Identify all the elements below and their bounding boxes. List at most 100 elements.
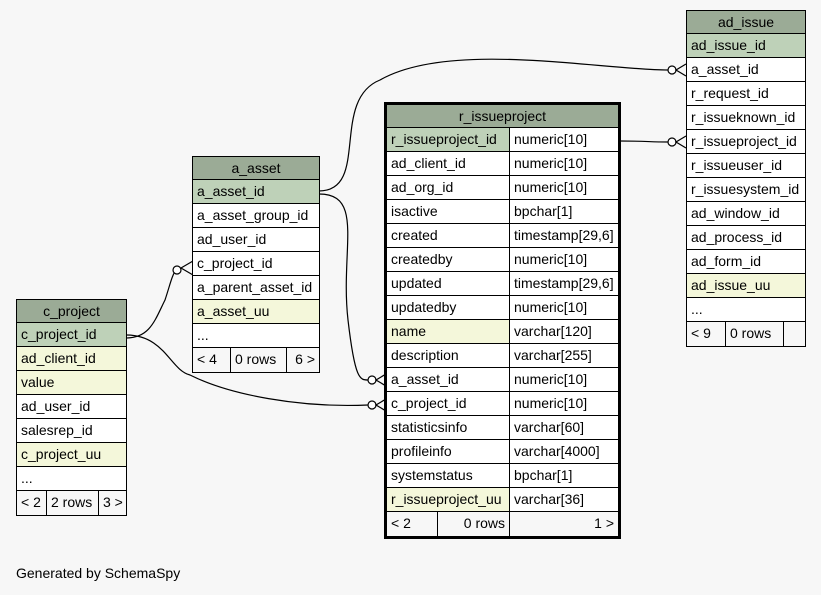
edge-crowfoot (674, 135, 687, 149)
table-row[interactable]: ad_client_id (17, 347, 126, 371)
table-row[interactable]: a_asset_id (687, 58, 805, 82)
edge-marker-circle (367, 400, 377, 410)
table-row[interactable]: ad_issue_uu (687, 274, 805, 298)
table-row[interactable]: r_issuesystem_id (687, 178, 805, 202)
table-ad_issue[interactable]: ad_issue ad_issue_id a_asset_id r_reques… (686, 10, 806, 347)
table-row[interactable]: a_asset_uu (193, 300, 319, 324)
column-name: ad_process_id (691, 229, 783, 245)
column-type: bpchar[1] (509, 464, 618, 487)
table-row[interactable]: ad_org_id numeric[10] (387, 176, 618, 200)
table-row[interactable]: value (17, 371, 126, 395)
table-row[interactable]: c_project_id (17, 323, 126, 347)
column-name: ad_form_id (691, 253, 762, 269)
column-type: numeric[10] (509, 176, 618, 199)
table-row[interactable]: ad_process_id (687, 226, 805, 250)
column-name: c_project_id (197, 255, 273, 271)
edge-crowfoot (374, 398, 387, 412)
table-row[interactable]: ad_user_id (193, 228, 319, 252)
table-row[interactable]: ... (687, 298, 805, 322)
table-row[interactable]: a_parent_asset_id (193, 276, 319, 300)
table-row[interactable]: updatedby numeric[10] (387, 296, 618, 320)
footer-children[interactable]: 6 > (286, 348, 319, 372)
column-name: createdby (391, 251, 453, 267)
footer-parents[interactable]: < 4 (197, 351, 217, 367)
footer-parents[interactable]: < 9 (691, 325, 711, 341)
column-name: a_asset_id (391, 371, 459, 387)
footer-parents[interactable]: < 2 (391, 515, 411, 531)
table-row[interactable]: a_asset_id (193, 180, 319, 204)
column-name: ... (197, 327, 209, 343)
edge-a_asset-r_issueproject (318, 193, 369, 381)
table-row[interactable]: ad_form_id (687, 250, 805, 274)
table-a_asset[interactable]: a_asset a_asset_id a_asset_group_id ad_u… (192, 156, 320, 373)
table-row[interactable]: c_project_id (193, 252, 319, 276)
table-row[interactable]: ad_window_id (687, 202, 805, 226)
column-name: ad_issue_id (691, 37, 766, 53)
column-type: varchar[255] (509, 344, 618, 367)
column-name: ... (21, 470, 33, 486)
table-row[interactable]: description varchar[255] (387, 344, 618, 368)
column-name: created (391, 227, 438, 243)
footer-children[interactable]: 1 > (509, 512, 618, 536)
column-name: statisticsinfo (391, 419, 468, 435)
column-type: numeric[10] (509, 248, 618, 271)
column-name: r_issueproject_id (387, 128, 509, 151)
edge-crowfoot (179, 260, 194, 276)
edge-marker-circle (667, 65, 677, 75)
column-name: description (391, 347, 459, 363)
column-type: numeric[10] (509, 296, 618, 319)
table-row[interactable]: r_issueknown_id (687, 106, 805, 130)
column-name: a_asset_group_id (197, 207, 309, 223)
table-row[interactable]: ad_issue_id (687, 34, 805, 58)
column-name: r_issueproject_uu (387, 488, 509, 511)
table-row[interactable]: ... (193, 324, 319, 348)
footer-children[interactable]: 3 > (98, 491, 126, 515)
edge-marker-circle (667, 137, 677, 147)
column-name: updatedby (391, 299, 457, 315)
column-type: numeric[10] (509, 368, 618, 391)
table-title[interactable]: r_issueproject (387, 105, 618, 128)
column-name: ad_client_id (21, 350, 96, 366)
table-row[interactable]: r_issueuser_id (687, 154, 805, 178)
table-row[interactable]: ... (17, 467, 126, 491)
table-row[interactable]: createdby numeric[10] (387, 248, 618, 272)
footer-row-count: 0 rows (230, 348, 286, 372)
table-title[interactable]: a_asset (193, 157, 319, 180)
table-title[interactable]: ad_issue (687, 11, 805, 34)
table-row[interactable]: r_request_id (687, 82, 805, 106)
table-row[interactable]: a_asset_group_id (193, 204, 319, 228)
table-title[interactable]: c_project (17, 300, 126, 323)
column-name: r_issueknown_id (691, 109, 796, 125)
edge-r_issueproject-ad_issue (619, 140, 669, 143)
table-row[interactable]: a_asset_id numeric[10] (387, 368, 618, 392)
table-row[interactable]: r_issueproject_id (687, 130, 805, 154)
column-type: varchar[36] (509, 488, 618, 511)
column-name: name (387, 320, 509, 343)
table-row[interactable]: ad_user_id (17, 395, 126, 419)
column-name: c_project_uu (21, 446, 102, 462)
table-row[interactable]: salesrep_id (17, 419, 126, 443)
column-name: value (21, 374, 55, 390)
column-name: ad_issue_uu (691, 277, 771, 293)
table-c_project[interactable]: c_project c_project_id ad_client_id valu… (16, 299, 127, 516)
footer-parents[interactable]: < 2 (21, 494, 41, 510)
column-name: ad_org_id (391, 179, 454, 195)
table-footer: < 2 2 rows 3 > (17, 491, 126, 515)
table-row[interactable]: c_project_uu (17, 443, 126, 467)
column-name: profileinfo (391, 443, 452, 459)
column-type: timestamp[29,6] (509, 272, 618, 295)
footer-row-count: 0 rows (725, 322, 783, 346)
